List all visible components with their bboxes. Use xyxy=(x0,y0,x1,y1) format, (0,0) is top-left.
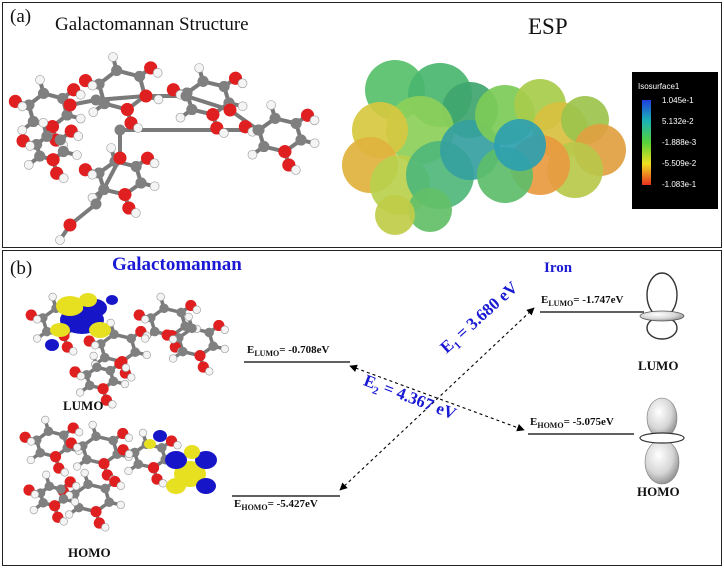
iron-lumo-label: LUMO xyxy=(638,358,679,373)
galactomannan-title: Galactomannan xyxy=(112,254,242,275)
colorbar-tick-3: -1.888e-3 xyxy=(662,138,697,147)
gal-lumo-energy: ELUMO= -0.708eV xyxy=(247,344,330,359)
colorbar-tick-4: -5.509e-2 xyxy=(662,159,697,168)
colorbar-tick-5: -1.083e-1 xyxy=(662,180,697,189)
gal-homo-energy: EHOMO= -5.427eV xyxy=(234,498,318,513)
panel-b-label: (b) xyxy=(10,258,33,279)
gal-homo-label: HOMO xyxy=(68,545,111,560)
iron-title: Iron xyxy=(544,260,573,276)
gal-lumo-label: LUMO xyxy=(63,398,104,413)
colorbar-tick-2: 5.132e-2 xyxy=(662,117,694,126)
colorbar-title: Isosurface1 xyxy=(638,82,680,91)
colorbar-gradient xyxy=(642,100,651,185)
structure-title: Galactomannan Structure xyxy=(55,14,249,35)
panel-a xyxy=(2,2,722,248)
iron-lumo-energy: ELUMO= -1.747eV xyxy=(541,294,624,309)
esp-colorbar: Isosurface1 1.045e-1 5.132e-2 -1.888e-3 … xyxy=(632,72,718,209)
panel-a-label: (a) xyxy=(10,6,32,27)
iron-homo-energy: EHOMO= -5.075eV xyxy=(530,416,614,431)
colorbar-tick-1: 1.045e-1 xyxy=(662,96,694,105)
iron-homo-label: HOMO xyxy=(637,484,680,499)
esp-title: ESP xyxy=(528,14,568,39)
